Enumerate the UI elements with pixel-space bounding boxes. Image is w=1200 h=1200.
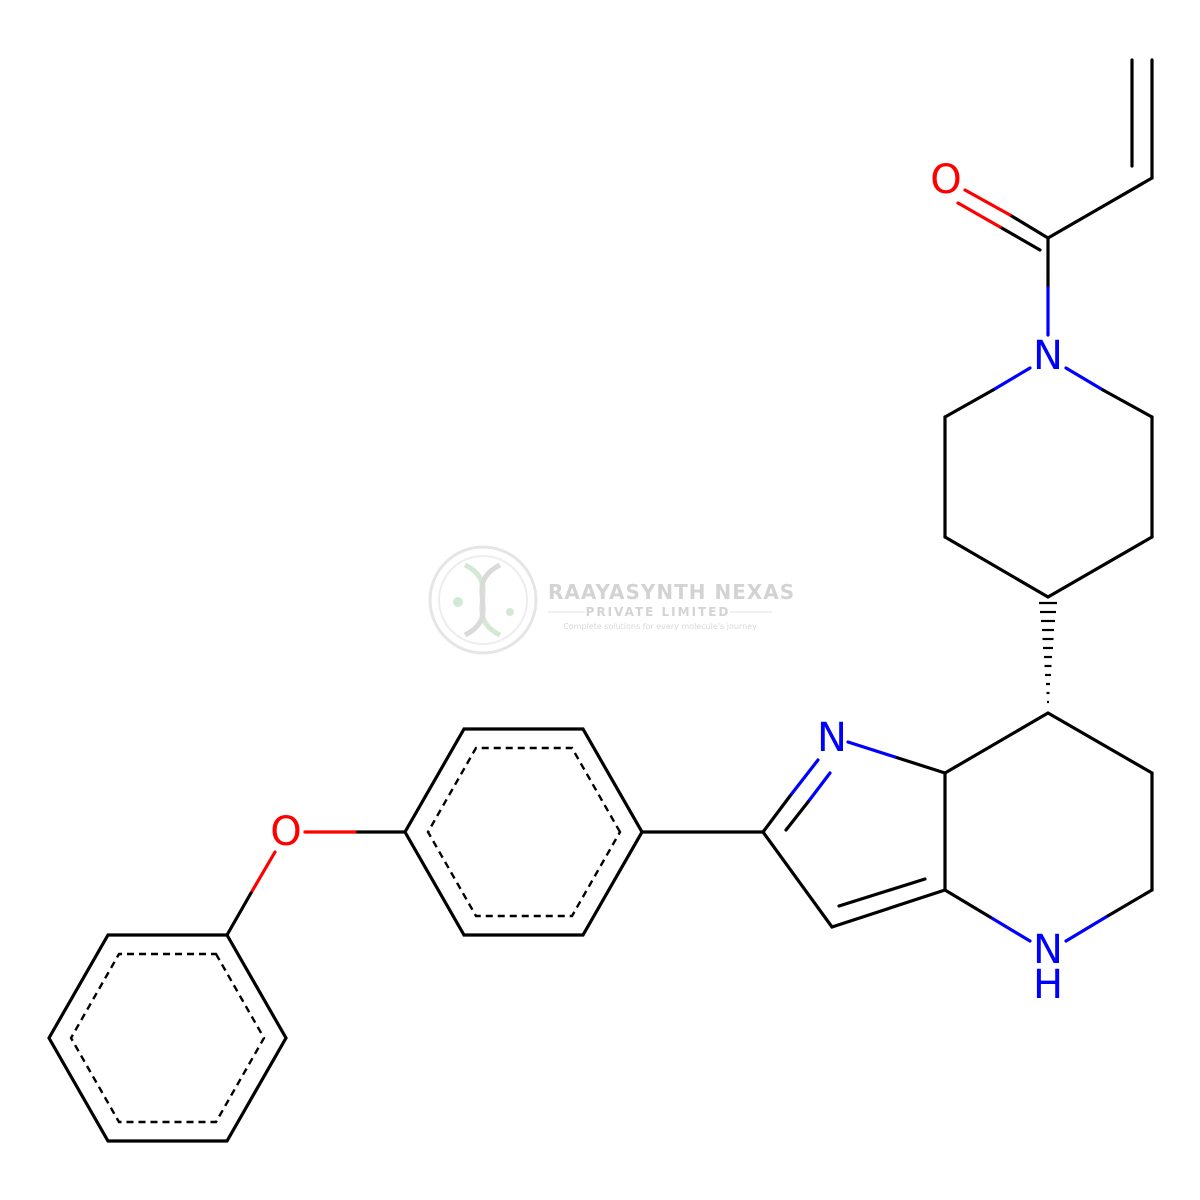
carbonyl-bond-c (1008, 213, 1050, 240)
atom-piperidine-nitrogen: N (1033, 333, 1063, 379)
pip-bond-1 (943, 388, 995, 419)
watermark-tagline: Complete solutions for every molecule's … (563, 622, 757, 631)
watermark-subtitle: PRIVATE LIMITED (586, 605, 731, 619)
phenylene-ring (403, 727, 765, 937)
phenyl-aromatic (69, 952, 266, 1124)
phenylene-aromatic (426, 746, 622, 918)
phenyl-ring (47, 933, 288, 1143)
carbonyl-double-o (956, 201, 1002, 229)
core-bond-c7a-n1 (893, 755, 947, 775)
core-double-n1-c2-blue (806, 771, 832, 804)
core-bond-c7a-c7 (943, 711, 1050, 775)
phenyl-outline (47, 933, 288, 1143)
core-bond-c5-n-blue (1064, 915, 1108, 943)
hashed-wedge-bond (1039, 601, 1057, 704)
acryloyl-group (956, 58, 1154, 337)
pip-bond-n-left (991, 366, 1032, 392)
core-bond-n1-c2-blue (788, 758, 820, 798)
core-bond-c7a-n1-blue (846, 740, 897, 759)
carbonyl-double-c (998, 225, 1042, 252)
core-bond-c7-c6 (1046, 711, 1154, 775)
pip-bond-2 (1101, 388, 1154, 419)
core-double-n1-c2 (784, 800, 810, 832)
pip-bond-5 (943, 535, 1050, 599)
watermark-company: RAAYASYNTH NEXAS (548, 580, 795, 604)
ether-linkage (225, 830, 407, 937)
dna-helix-icon (428, 545, 538, 655)
core-double-c3-c3a (837, 877, 927, 908)
core-bond-n-c3a-blue (988, 915, 1032, 943)
watermark: RAAYASYNTH NEXAS PRIVATE LIMITED Complet… (428, 545, 795, 655)
ether-bond-c2 (225, 891, 253, 937)
phenylene-outline (403, 727, 644, 937)
pip-bond-6 (1046, 535, 1154, 599)
atom-carbonyl-oxygen: O (930, 157, 961, 203)
vinyl-carbonyl-bond (1046, 176, 1154, 240)
atom-amine-hydrogen: H (1033, 962, 1063, 1008)
atom-imine-nitrogen: N (817, 715, 847, 761)
atom-ether-oxygen: O (270, 809, 301, 855)
core-bond-c2-c3 (761, 830, 834, 929)
bicyclic-core (761, 711, 1154, 943)
ether-bond-o2 (249, 850, 277, 895)
carbonyl-bond-o (963, 188, 1012, 217)
core-bond-n1-c2 (761, 794, 792, 834)
core-bond-n-c3a (943, 888, 992, 919)
core-bond-c5-n (1104, 888, 1154, 919)
piperidine-ring (943, 366, 1154, 599)
pip-bond-n-right (1064, 366, 1105, 392)
core-bond-c3-c3a (830, 888, 947, 929)
atom-amine-nitrogen: N (1033, 927, 1063, 973)
